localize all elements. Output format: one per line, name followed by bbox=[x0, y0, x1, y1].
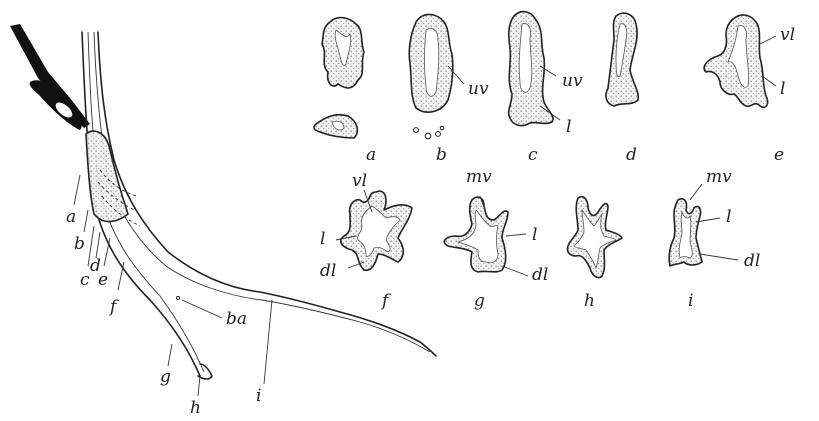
section-label-f: f bbox=[380, 291, 391, 311]
main-label-e: e bbox=[98, 270, 108, 290]
section-i-dl: dl bbox=[744, 251, 760, 271]
section-label-h: h bbox=[584, 291, 595, 311]
section-label-i: i bbox=[688, 291, 693, 311]
main-label-h: h bbox=[190, 398, 201, 418]
main-label-b: b bbox=[74, 234, 85, 254]
section-i-mv: mv bbox=[706, 167, 732, 187]
section-e-l: l bbox=[780, 79, 785, 99]
main-label-i: i bbox=[256, 386, 261, 406]
section-label-a: a bbox=[366, 145, 376, 165]
section-f-dl: dl bbox=[320, 261, 336, 281]
section-c: uv l c bbox=[509, 12, 583, 165]
section-a: a bbox=[314, 18, 376, 165]
section-i: mv l dl i bbox=[669, 167, 760, 311]
section-g: mv l dl g bbox=[444, 167, 548, 311]
section-label-g: g bbox=[474, 291, 485, 311]
section-d: d bbox=[606, 13, 638, 165]
section-g-mv: mv bbox=[466, 167, 492, 187]
branch-label-ba: ba bbox=[226, 309, 247, 329]
section-label-b: b bbox=[436, 145, 447, 165]
section-label-d: d bbox=[626, 145, 637, 165]
section-e: vl l e bbox=[704, 15, 795, 165]
main-label-c: c bbox=[80, 270, 90, 290]
section-f-vl: vl bbox=[352, 171, 367, 191]
main-label-f: f bbox=[108, 297, 119, 317]
section-label-c: c bbox=[528, 145, 538, 165]
section-c-l: l bbox=[566, 117, 571, 137]
section-h: h bbox=[567, 197, 622, 311]
section-b: uv b bbox=[409, 14, 489, 165]
section-g-dl: dl bbox=[532, 265, 548, 285]
main-label-g: g bbox=[160, 367, 171, 387]
section-g-l: l bbox=[532, 225, 537, 245]
section-f-l: l bbox=[320, 229, 325, 249]
section-f: vl l dl f bbox=[320, 171, 412, 311]
forceps-icon bbox=[10, 24, 90, 130]
section-label-e: e bbox=[774, 145, 784, 165]
section-e-vl: vl bbox=[780, 25, 795, 45]
section-c-uv: uv bbox=[562, 71, 583, 91]
section-i-l: l bbox=[726, 207, 731, 227]
section-b-uv: uv bbox=[468, 79, 489, 99]
main-label-a: a bbox=[66, 207, 76, 227]
